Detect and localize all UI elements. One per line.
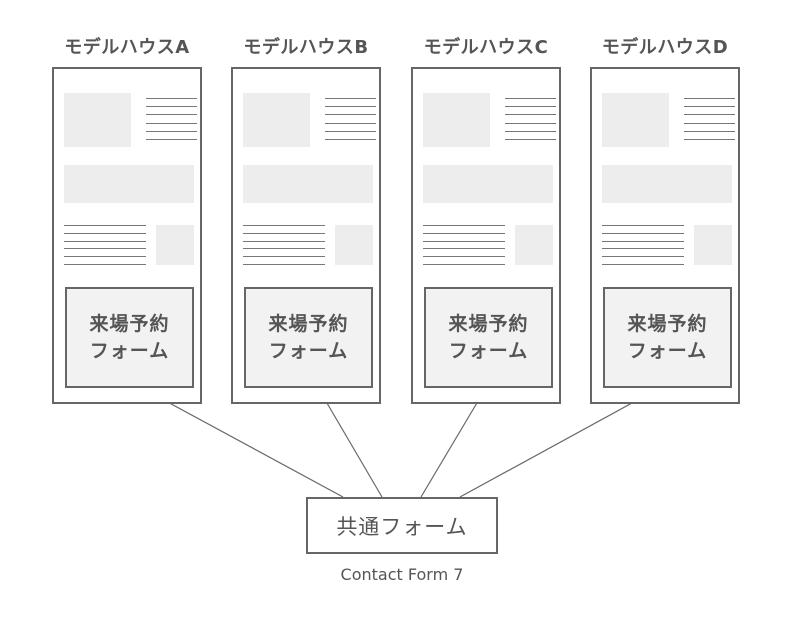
- image-placeholder: [64, 93, 131, 147]
- form-label-line1: 来場予約: [268, 312, 349, 335]
- text-lines-placeholder: [64, 225, 146, 265]
- form-label-line1: 来場予約: [89, 312, 170, 335]
- text-lines-placeholder: [243, 225, 325, 265]
- house-b-title: モデルハウスB: [243, 37, 369, 58]
- banner-placeholder: [602, 165, 732, 203]
- text-lines-placeholder: [505, 98, 556, 140]
- house-b-page: 来場予約 フォーム: [231, 67, 381, 404]
- thumbnail-placeholder: [335, 225, 373, 265]
- image-placeholder: [423, 93, 490, 147]
- text-lines-placeholder: [602, 225, 684, 265]
- house-a-reservation-form: 来場予約 フォーム: [65, 287, 194, 388]
- thumbnail-placeholder: [515, 225, 553, 265]
- banner-placeholder: [243, 165, 373, 203]
- text-lines-placeholder: [146, 98, 197, 140]
- house-d-reservation-form: 来場予約 フォーム: [603, 287, 732, 388]
- house-d-title: モデルハウスD: [601, 37, 729, 58]
- form-label-line2: フォーム: [627, 339, 708, 362]
- house-b-reservation-form: 来場予約 フォーム: [244, 287, 373, 388]
- common-form-box: 共通フォーム: [306, 497, 498, 554]
- text-lines-placeholder: [325, 98, 376, 140]
- house-c-reservation-form: 来場予約 フォーム: [424, 287, 553, 388]
- house-c-title: モデルハウスC: [423, 37, 549, 58]
- common-form-label: 共通フォーム: [336, 514, 468, 539]
- thumbnail-placeholder: [156, 225, 194, 265]
- house-c-page: 来場予約 フォーム: [411, 67, 561, 404]
- form-label-line1: 来場予約: [627, 312, 708, 335]
- house-a-page: 来場予約 フォーム: [52, 67, 202, 404]
- contact-form-7-caption: Contact Form 7: [340, 565, 464, 584]
- image-placeholder: [243, 93, 310, 147]
- form-label-line2: フォーム: [448, 339, 529, 362]
- text-lines-placeholder: [423, 225, 505, 265]
- text-lines-placeholder: [684, 98, 735, 140]
- form-label-line1: 来場予約: [448, 312, 529, 335]
- form-label-line2: フォーム: [268, 339, 349, 362]
- thumbnail-placeholder: [694, 225, 732, 265]
- banner-placeholder: [423, 165, 553, 203]
- house-a-title: モデルハウスA: [64, 37, 190, 58]
- form-label-line2: フォーム: [89, 339, 170, 362]
- house-d-page: 来場予約 フォーム: [590, 67, 740, 404]
- banner-placeholder: [64, 165, 194, 203]
- image-placeholder: [602, 93, 669, 147]
